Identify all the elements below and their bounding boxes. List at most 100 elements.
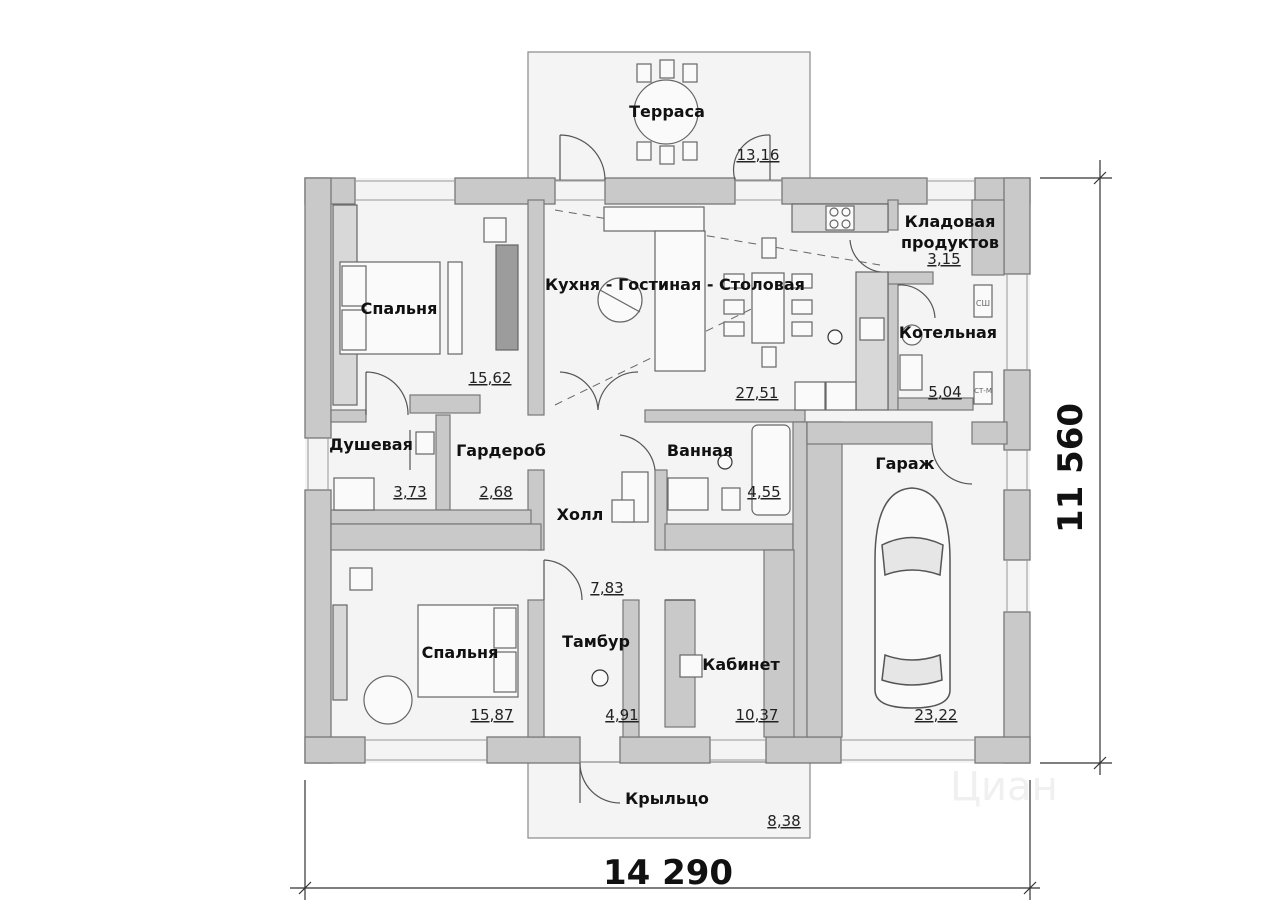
wall-garage-top [806,421,933,445]
area-vestibule: 4,91 [605,706,638,724]
wall-bed1-kitchen [527,199,545,416]
car [874,487,951,709]
area-terrace: 13,16 [737,146,780,164]
bedroom2-furniture [332,567,519,725]
wall-right-1 [1003,177,1031,275]
door-entrance [579,762,621,804]
label-pantry-2: продуктов [901,233,999,252]
doors [365,134,973,804]
label-bedroom2: Спальня [422,643,499,662]
wall-pantry-bottom [887,271,934,285]
bath-sink [667,477,709,511]
label-bedroom1: Спальня [361,299,438,318]
bath-toilet [721,487,741,511]
wall-top-mid [604,177,736,205]
wall-boiler-left [887,274,899,411]
desk1 [495,244,519,351]
wall-bath-left [654,469,668,551]
label-pantry-1: Кладовая [905,212,996,231]
room-labels: Терраса 13,16 Спальня 15,62 Кухня - Гост… [329,102,999,830]
watermark: Циан [950,764,1058,810]
wall-pantry-right [971,199,1005,276]
hall-chair [611,499,635,523]
wall-bottom-5 [974,736,1031,764]
wall-hall-top [644,409,806,423]
kitchen-counter-right [855,271,889,411]
exterior-walls [304,177,1031,764]
area-kitchen: 27,51 [736,384,779,402]
shower-toilet [415,431,435,455]
boiler-fixtures: СШ СТ-М [899,284,993,405]
label-kitchen: Кухня - Гостиная - Столовая [545,275,805,294]
terrace-table [633,59,699,165]
bathtub [751,424,791,516]
wall-pantry-left [887,199,899,231]
hall-furniture [611,471,649,523]
fridge [794,381,826,411]
wall-hall-bottom-left [330,523,542,551]
wet-room-fixtures [333,424,791,516]
bedroom1-furniture [332,204,519,406]
svg-text:СШ: СШ [976,299,990,308]
appliance [825,381,857,411]
sofa [603,206,705,232]
door-kitchen [559,371,639,411]
bed1-pillow-a [341,265,367,307]
chair1 [483,217,507,243]
area-pantry: 3,15 [927,250,960,268]
wardrobe2 [332,604,348,701]
wall-bottom-4 [765,736,842,764]
wall-garage-inner [806,421,843,738]
door-terrace-left [559,134,606,181]
wall-vestibule-right [622,599,640,738]
door-hall [543,559,583,601]
dimension-width: 14 290 [603,853,733,893]
wall-right-3 [1003,489,1031,561]
person-icons [591,329,843,687]
door-bed1 [365,371,409,416]
label-hall: Холл [557,505,604,524]
interior-walls [330,199,1008,738]
wall-bottom-3 [619,736,711,764]
office-chair [679,654,703,678]
area-bedroom2: 15,87 [471,706,514,724]
area-office: 10,37 [736,706,779,724]
wall-bottom-1 [304,736,366,764]
area-wardrobe: 2,68 [479,483,512,501]
label-office: Кабинет [702,655,780,674]
wall-bed1-bottom [330,409,367,423]
office-furniture [679,654,703,678]
area-porch: 8,38 [767,812,800,830]
svg-text:СТ-М: СТ-М [974,387,992,395]
area-shower: 3,73 [393,483,426,501]
round-table [363,675,413,725]
wall-left-1 [304,177,332,439]
porch-floor [528,762,810,838]
shower-tray [333,477,375,511]
boiler-tank [901,324,923,346]
wall-wardrobe-left [435,414,451,511]
label-garage: Гараж [875,454,934,473]
dining-table [751,272,785,344]
sink [859,317,885,341]
wall-garage-left [792,421,808,738]
wall-hall-bottom-right [664,523,794,551]
bed1-pillow-b [341,309,367,351]
area-garage: 23,22 [915,706,958,724]
dimension-lines [290,160,1112,900]
sofa-side [654,230,706,372]
door-garage [931,443,973,485]
wall-office-right [763,549,795,738]
door-terrace-right [732,134,771,181]
area-hall: 7,83 [590,579,623,597]
wall-shower-bottom [330,509,532,525]
wall-vestibule-left [527,599,545,738]
wall-right-2 [1003,369,1031,451]
wall-boiler-bottom [897,397,974,411]
wall-bottom-2 [486,736,581,764]
bench1 [447,261,463,355]
label-bathroom: Ванная [667,441,733,460]
kitchen-furniture [597,203,889,411]
area-bedroom1: 15,62 [469,369,512,387]
